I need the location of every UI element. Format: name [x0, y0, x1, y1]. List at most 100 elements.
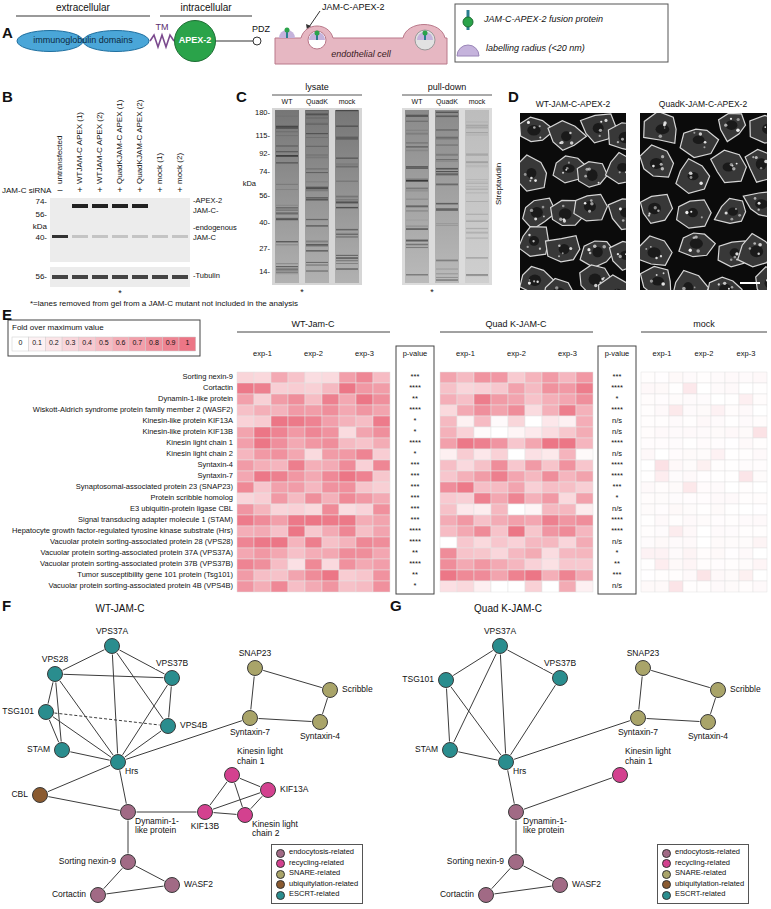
heatmap-cell — [697, 394, 711, 405]
gel-band — [436, 115, 458, 117]
heatmap-cell — [697, 493, 711, 504]
heatmap-cell — [457, 405, 474, 416]
heatmap-cell — [711, 482, 725, 493]
heatmap-cell — [339, 537, 356, 548]
heatmap-cell — [559, 537, 576, 548]
size-tick: 40- — [259, 219, 270, 228]
p-value: **** — [611, 406, 623, 414]
gel-band — [276, 189, 298, 190]
heatmap-cell — [753, 416, 767, 427]
footnote: *=lanes removed from gel from a JAM-C mu… — [30, 299, 298, 308]
heatmap-cell — [711, 405, 725, 416]
punctum — [758, 243, 762, 247]
heatmap-cell — [753, 581, 767, 592]
heatmap-cell — [739, 449, 753, 460]
band-label: JAM-C — [193, 234, 216, 243]
gel-band — [276, 268, 298, 270]
cell-outline — [520, 155, 547, 191]
node-label: Syntaxin-4 — [299, 732, 341, 742]
heatmap-cell — [457, 570, 474, 581]
heatmap-cell — [725, 383, 739, 394]
size-tick: 180- — [255, 109, 270, 118]
p-value: **** — [611, 384, 623, 392]
p-value: *** — [411, 516, 420, 524]
protein-name: Cortactin — [203, 384, 233, 392]
p-value: **** — [611, 439, 623, 447]
heatmap-cell — [440, 526, 457, 537]
node-label: Cortactin — [51, 890, 87, 900]
gel-band — [336, 110, 358, 111]
node-label: Kinesin light chain 1 — [624, 747, 690, 766]
lane-label: QuadK — [436, 98, 458, 106]
heatmap-cell — [683, 493, 697, 504]
heatmap-cell — [356, 493, 373, 504]
heatmap-cell — [474, 548, 491, 559]
panel-letter: C — [236, 88, 247, 105]
heatmap-cell — [655, 482, 669, 493]
punctum — [598, 182, 600, 184]
heatmap-cell — [254, 581, 271, 592]
punctum — [533, 126, 536, 129]
cell-outline — [608, 199, 626, 230]
protein-name: E3 ubiquitin-protein ligase CBL — [130, 505, 233, 513]
heatmap-cell — [683, 372, 697, 383]
cell-outline — [608, 123, 626, 152]
heatmap-cell — [542, 471, 559, 482]
network-edge — [458, 752, 497, 760]
nucleus — [688, 172, 699, 180]
heatmap-cell — [525, 383, 542, 394]
heatmap-cell — [655, 548, 669, 559]
heatmap-cell — [655, 383, 669, 394]
heatmap-cell — [356, 537, 373, 548]
heatmap-cell — [474, 460, 491, 471]
heatmap-cell — [271, 372, 288, 383]
colorbar-cell — [29, 337, 46, 351]
gel-band — [276, 218, 298, 219]
heatmap-cell — [683, 449, 697, 460]
p-value: * — [616, 395, 619, 403]
heatmap-cell — [559, 460, 576, 471]
heatmap-cell — [237, 504, 254, 515]
punctum — [529, 180, 531, 182]
punctum — [601, 278, 604, 281]
nucleus — [563, 164, 575, 172]
heatmap-cell — [641, 383, 655, 394]
heatmap-cell — [440, 581, 457, 592]
heatmap-cell — [356, 438, 373, 449]
heatmap-cell — [508, 416, 525, 427]
heatmap-cell — [288, 383, 305, 394]
p-value: *** — [613, 373, 622, 381]
heatmap-cell — [739, 559, 753, 570]
gel-band — [406, 188, 428, 190]
node-text: APEX-2 — [175, 35, 215, 45]
heatmap-cell — [753, 405, 767, 416]
node-label: VPS37A — [95, 627, 129, 637]
nucleus — [728, 208, 738, 216]
gel-band — [306, 219, 328, 220]
network-node: WASF2 — [552, 877, 568, 893]
sign: + — [117, 185, 122, 195]
gel-title: lysate — [305, 82, 329, 92]
p-value: * — [414, 428, 417, 436]
p-value: *** — [613, 483, 622, 491]
heatmap-cell — [655, 526, 669, 537]
heatmap-cell — [339, 515, 356, 526]
heatmap-cell — [525, 559, 542, 570]
heatmap-cell — [697, 526, 711, 537]
network-node: VPS37A — [104, 638, 120, 654]
heatmap-cell — [288, 372, 305, 383]
heatmap-cell — [576, 537, 593, 548]
network-edge — [125, 731, 161, 757]
heatmap-cell — [440, 449, 457, 460]
gel-bar — [402, 95, 492, 96]
gel-band — [306, 187, 328, 189]
heatmap-cell — [474, 559, 491, 570]
heatmap-cell — [491, 570, 508, 581]
p-value: * — [414, 417, 417, 425]
heatmap-cell — [508, 493, 525, 504]
heatmap-cell — [254, 405, 271, 416]
nucleus — [561, 131, 571, 141]
p-value: **** — [611, 461, 623, 469]
gel-band — [436, 183, 458, 184]
panel-letter: G — [390, 597, 402, 614]
